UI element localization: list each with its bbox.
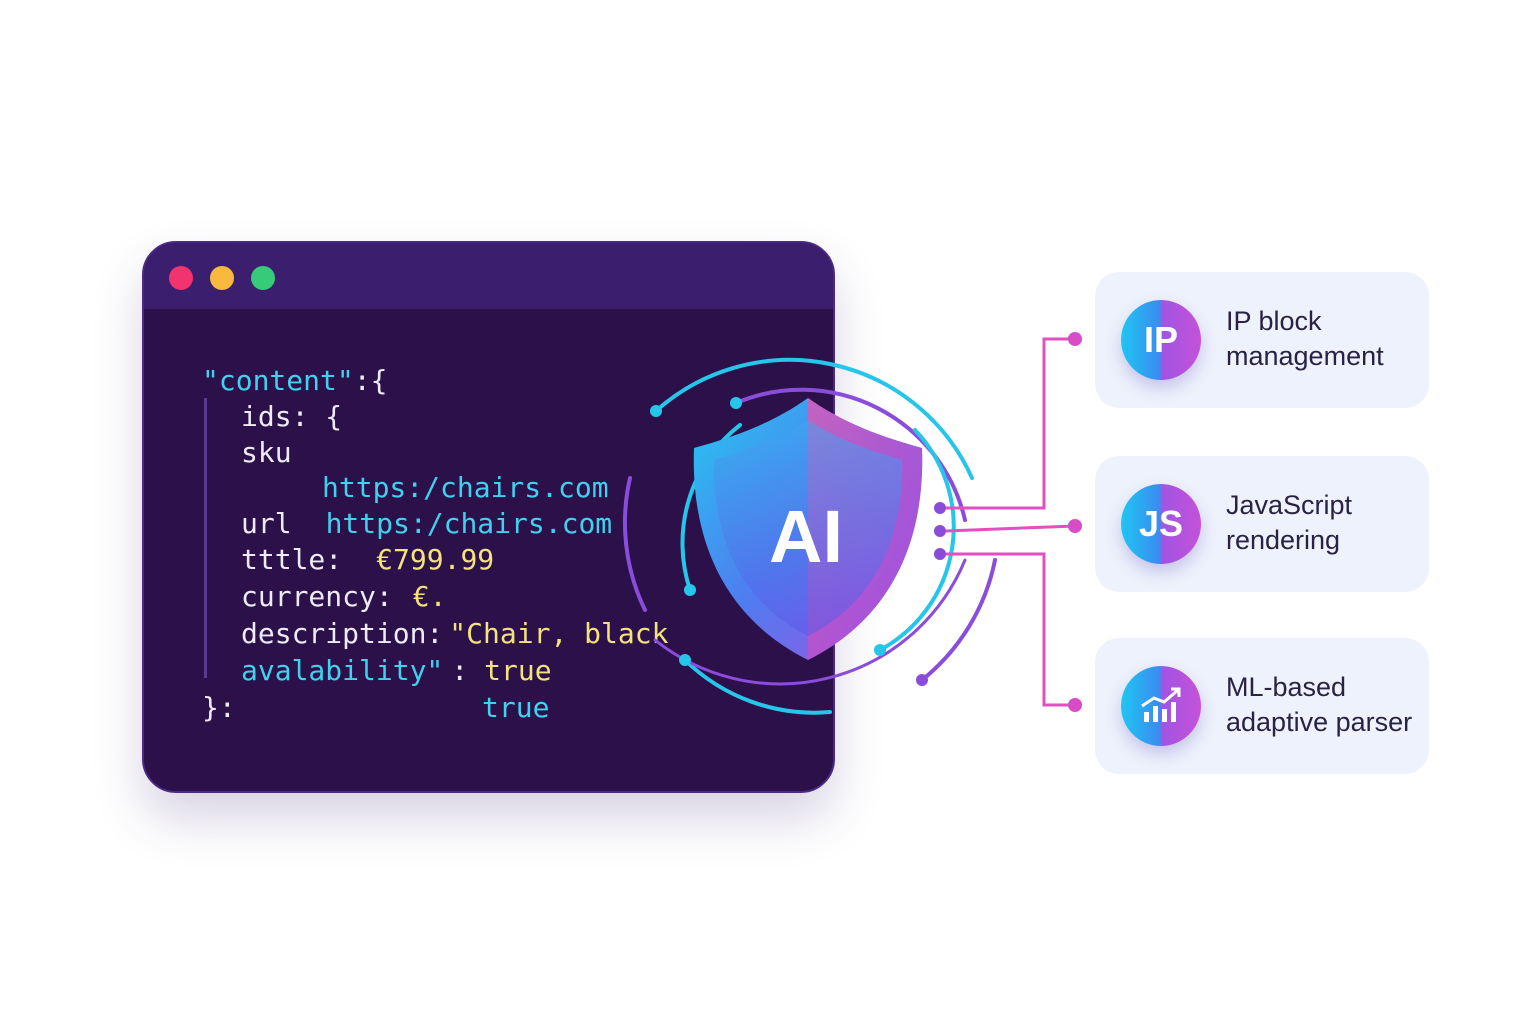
code-line-1: "content":{	[202, 364, 388, 397]
connector-lines	[945, 332, 1082, 712]
code-line-6: tttle:€799.99	[241, 543, 495, 576]
feature-label: ML-based adaptive parser	[1226, 672, 1413, 737]
orbit-ring-purple-inner	[653, 558, 967, 686]
orbit-ring-purple-bottom	[920, 558, 997, 682]
code-line-9: avalability":true	[241, 654, 552, 687]
window-titlebar	[144, 243, 833, 309]
orbit-ring-purple-left	[622, 476, 647, 612]
feature-label: JavaScript rendering	[1226, 490, 1353, 555]
orbit-nodes	[650, 397, 946, 686]
orbit-ring-purple-top	[734, 387, 967, 522]
feature-card-ml-parser: ML-based adaptive parser	[1095, 638, 1429, 774]
feature-card-ip-block: IP IP block management	[1095, 272, 1429, 408]
orbit-ring-cyan-right	[878, 428, 956, 652]
orbit-ring-cyan-outer	[654, 357, 974, 480]
chart-trend-icon	[1121, 666, 1201, 746]
feature-label: IP block management	[1226, 306, 1384, 371]
code-line-8: description:"Chair, black	[241, 617, 669, 650]
minimize-dot[interactable]	[210, 266, 234, 290]
indent-guide	[204, 398, 207, 678]
close-dot[interactable]	[169, 266, 193, 290]
code-line-7: currency:€.	[241, 580, 447, 613]
code-block: "content":{ ids: { sku https:/chairs.com…	[144, 243, 833, 791]
code-line-4: https:/chairs.com	[322, 471, 609, 504]
feature-card-js-rendering: JS JavaScript rendering	[1095, 456, 1429, 592]
code-line-2: ids: {	[241, 400, 343, 433]
code-line-10: }:	[202, 691, 236, 724]
js-badge-icon: JS	[1121, 484, 1201, 564]
maximize-dot[interactable]	[251, 266, 275, 290]
orbit-ring-cyan-bottom	[683, 658, 832, 715]
ai-shield-graphic: AI	[622, 357, 997, 715]
ip-badge-icon: IP	[1121, 300, 1201, 380]
code-line-3: sku	[241, 436, 292, 469]
code-line-10-value: true	[482, 691, 550, 724]
shield-icon	[693, 398, 923, 660]
ai-label: AI	[769, 495, 843, 578]
